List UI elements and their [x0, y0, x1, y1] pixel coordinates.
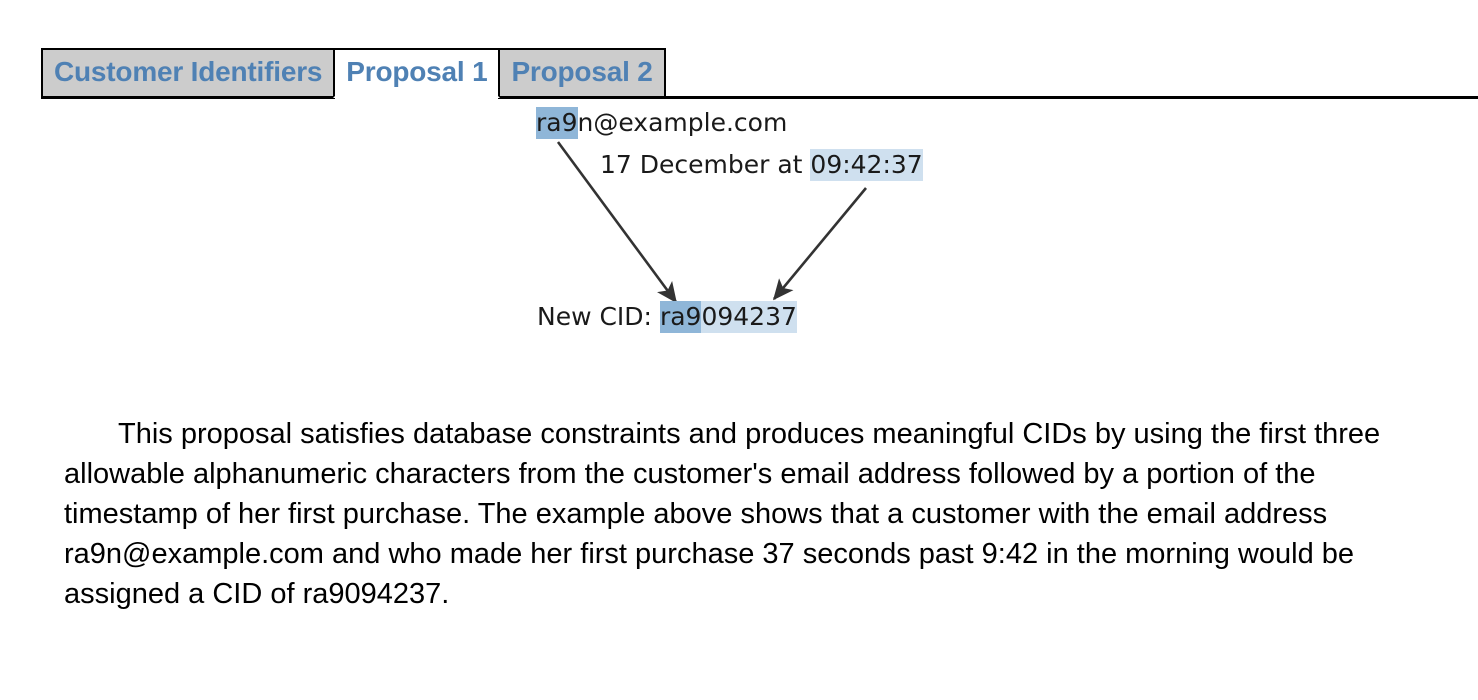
diagram-timestamp-highlight: 09:42:37 [810, 149, 923, 181]
diagram-timestamp-line: 17 December at 09:42:37 [600, 149, 923, 181]
diagram-email-rest: n@example.com [577, 108, 788, 137]
tab-customer-identifiers-label: Customer Identifiers [54, 55, 323, 87]
tab-bar-baseline-rule [41, 96, 1478, 99]
tab-proposal-1-label: Proposal 1 [346, 55, 488, 87]
arrow-email-to-cid [556, 141, 678, 304]
tab-customer-identifiers[interactable]: Customer Identifiers [41, 48, 336, 98]
diagram-result-highlight-dark: ra9 [659, 301, 702, 333]
diagram-email-highlight: ra9 [536, 107, 578, 139]
diagram-timestamp-prefix: 17 December at [600, 150, 811, 179]
tab-list: Customer Identifiers Proposal 1 Proposal… [41, 48, 666, 98]
tab-proposal-2-label: Proposal 2 [511, 55, 653, 87]
arrow-timestamp-to-cid [772, 187, 868, 301]
diagram-result-label: New CID: [537, 302, 660, 331]
diagram-result-line: New CID: ra9094237 [537, 301, 797, 333]
diagram-arrows-svg [556, 141, 868, 304]
tab-bar: Customer Identifiers Proposal 1 Proposal… [0, 48, 1478, 100]
cid-derivation-diagram: ra9n@example.com 17 December at 09:42:37… [0, 100, 1478, 355]
proposal-description-paragraph: This proposal satisfies database constra… [64, 418, 1381, 610]
diagram-email-line: ra9n@example.com [536, 107, 788, 139]
tab-proposal-2[interactable]: Proposal 2 [498, 48, 666, 98]
diagram-result-highlight-light: 094237 [701, 301, 797, 333]
tab-proposal-1[interactable]: Proposal 1 [333, 48, 501, 98]
